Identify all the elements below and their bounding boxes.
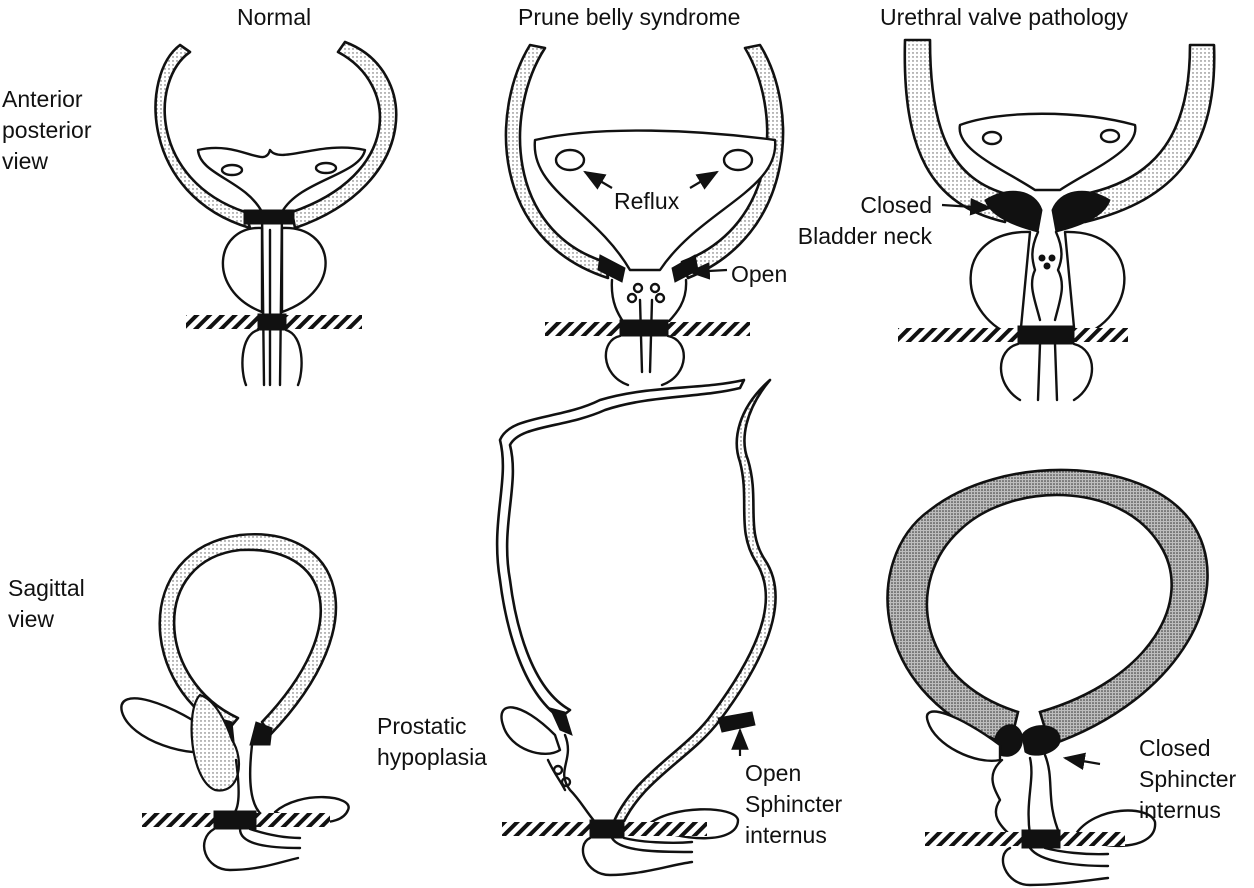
urethral-valve-ap-right-orifice [1099,128,1121,144]
normal-sagittal-distal-urethra [202,827,302,872]
prune-belly-sagittal-neck-left [549,707,573,736]
normal-ap-distal-urethra [241,328,303,387]
normal-ap-left-prostate [221,226,264,314]
urethral-valve-ap-pelvic-floor [898,328,1128,342]
annotation-open-sphincter-line-3: internus [745,822,827,848]
column-title-urethral-valve: Urethral valve pathology [880,4,1129,30]
urethral-valve-sagittal-urethra [991,753,1062,837]
normal-ap-right-orifice [314,161,338,175]
annotation-prostatic-hypoplasia-line-1: Prostatic [377,713,467,739]
urethral-valve-ap-right-prostate [1063,230,1126,340]
normal-ap-right-prostate [280,226,327,314]
urethral-valve-ap-trigone [958,112,1137,192]
normal-ap-right-wall [290,40,398,230]
urethral-valve-ap-left-prostate [969,230,1032,340]
urethral-valve-sagittal-seminal-vesicle [925,710,1002,762]
normal-ap-sphincter [257,313,287,331]
row-title-anterior-posterior: Anterior posterior view [2,84,91,177]
annotation-prostatic-hypoplasia: Prostatic hypoplasia [377,711,487,773]
prune-belly-ap-left-wall [504,43,610,280]
normal-ap-urethra [260,210,284,387]
annotation-arrows [583,170,1101,771]
prune-belly-ap-distal-urethra [604,334,685,387]
urethral-valve-ap-left-neck [984,190,1043,233]
row-title-ap-line-3: view [2,148,49,174]
annotation-open: Open [731,261,788,287]
column-title-prune-belly: Prune belly syndrome [518,4,741,30]
annotation-prostatic-hypoplasia-line-2: hypoplasia [377,744,487,770]
urethral-valve-sagittal-neck-right [1021,725,1061,756]
annotation-closed-sphincter-line-3: internus [1139,797,1221,823]
urethral-valve-ap-left-orifice [981,130,1003,146]
normal-ap-bladder-neck [243,209,295,225]
urethral-valve-sagittal-bladder-wall [886,468,1209,747]
row-title-sagittal: Sagittal view [8,573,85,635]
urethral-valve-ap-urethra [1030,230,1064,322]
column-title-normal: Normal [237,4,312,30]
urethral-valve-sagittal-sphincter [1021,829,1061,849]
row-title-ap-line-2: posterior [2,117,92,143]
reflux-right-arrow [689,170,719,190]
normal-ap-left-orifice [220,163,244,177]
normal-sagittal-prostate [190,693,240,792]
urethral-valve-ap-right-neck [1051,190,1111,233]
urethral-valve-ap-drawing [898,38,1216,402]
prune-belly-sagittal-neck-right [717,711,756,733]
annotation-closed-bladder-neck-line-1: Closed [860,192,932,218]
urethral-valve-sagittal-distal-urethra [1001,846,1110,887]
urethral-valve-ap-distal-urethra [999,342,1094,402]
prune-belly-ap-right-orifice [722,148,754,172]
prune-belly-sagittal-drawing [495,378,777,877]
prune-belly-ap-drawing [504,43,785,387]
row-title-sagittal-line-2: view [8,606,55,632]
normal-ap-left-wall [154,43,252,230]
annotation-open-sphincter-line-1: Open [745,760,802,786]
prune-belly-sagittal-prostatic-urethra [546,733,597,824]
row-title-sagittal-line-1: Sagittal [8,575,85,601]
normal-sagittal-sphincter [213,810,257,830]
prune-belly-ap-urethra [610,278,688,374]
normal-sagittal-drawing [120,532,350,872]
normal-ap-drawing [154,40,398,387]
annotation-closed-sphincter-internus: Closed Sphincter internus [1139,733,1236,826]
prune-belly-sagittal-distal-urethra [581,836,694,877]
prune-belly-sagittal-seminal-vesicle [500,706,562,755]
closed-bladder-neck-arrow [941,197,993,216]
annotation-reflux: Reflux [614,188,680,214]
closed-sphincter-arrow [1062,752,1101,771]
annotation-closed-bladder-neck-line-2: Bladder neck [797,223,932,249]
prune-belly-sagittal-bladder-wall [495,378,746,720]
prune-belly-sagittal-sphincter [589,819,625,839]
row-title-ap-line-1: Anterior [2,86,83,112]
open-arrow [687,262,728,280]
urethral-valve-sagittal-drawing [886,468,1209,887]
prune-belly-ap-left-neck [597,254,626,283]
annotation-closed-sphincter-line-2: Sphincter [1139,766,1237,792]
annotation-open-sphincter-line-2: Sphincter [745,791,843,817]
prune-belly-ap-right-neck [671,254,699,283]
normal-sagittal-neck-right [249,721,273,746]
annotation-closed-bladder-neck: Closed Bladder neck [776,190,932,252]
annotation-closed-sphincter-line-1: Closed [1139,735,1211,761]
prune-belly-ap-sphincter [619,319,669,337]
prune-belly-ap-trigone [533,129,777,272]
normal-sagittal-bladder-wall [158,532,338,737]
reflux-left-arrow [583,170,613,190]
urethral-valve-ap-sphincter [1017,325,1075,345]
annotation-open-sphincter-internus: Open Sphincter internus [745,758,842,851]
prune-belly-ap-left-orifice [554,148,586,172]
